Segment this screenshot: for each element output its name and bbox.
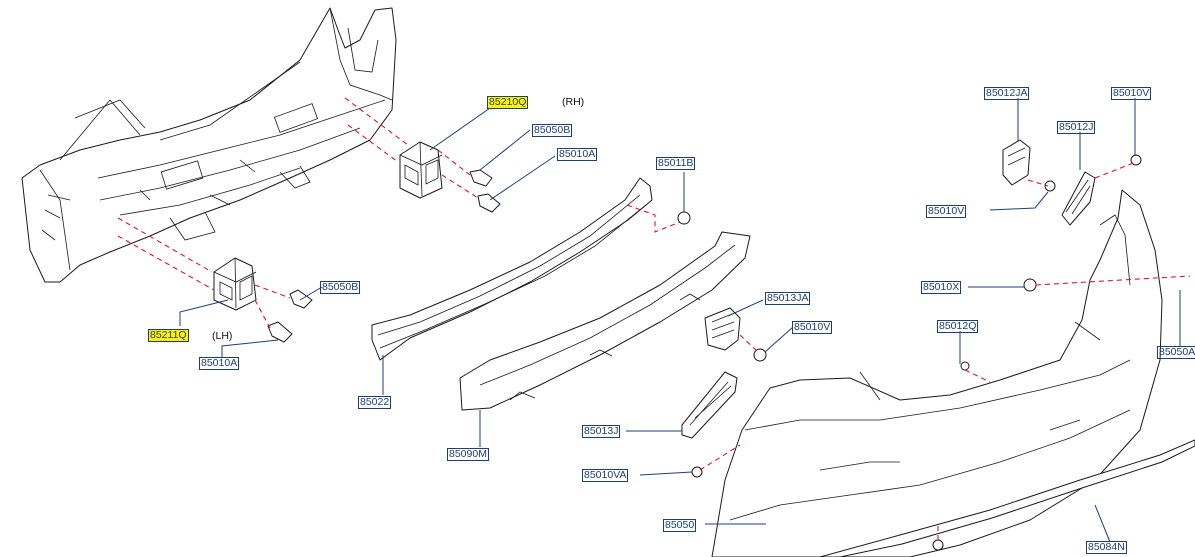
callout-85210Q: 85210Q	[487, 96, 529, 109]
callout-85010V-topright: 85010V	[1111, 87, 1152, 100]
callout-85010X: 85010X	[921, 281, 962, 294]
callout-85012Q: 85012Q	[937, 320, 979, 333]
bolts	[267, 169, 501, 343]
callout-85010V-mid: 85010V	[792, 321, 833, 334]
assembly-lines	[117, 97, 1191, 540]
callout-85050B-top: 85050B	[532, 124, 573, 137]
callout-85050: 85050	[663, 519, 697, 532]
energy-absorber-85090M	[459, 231, 751, 411]
bracket-rh-85210Q	[399, 141, 443, 199]
bracket-85012JA	[1002, 139, 1031, 186]
retainer-85013J	[681, 371, 738, 439]
callout-85011B: 85011B	[656, 157, 696, 170]
reinforcement-beam-85022	[371, 177, 653, 361]
callout-85010VA: 85010VA	[582, 469, 629, 482]
callout-85012J: 85012J	[1057, 121, 1096, 134]
bracket-lh-85211Q	[213, 257, 257, 311]
callout-85084N: 85084N	[1086, 541, 1127, 554]
leader-lines	[179, 98, 1181, 543]
clip-85011B	[677, 211, 691, 225]
callout-85012JA: 85012JA	[984, 87, 1030, 100]
callout-85022: 85022	[358, 396, 392, 409]
callout-85010V-left: 85010V	[926, 205, 967, 218]
callout-85010A-top: 85010A	[557, 148, 598, 161]
callout-85013JA: 85013JA	[765, 292, 811, 305]
callout-85090M: 85090M	[447, 448, 489, 461]
lower-strip-85084N	[819, 439, 1195, 557]
bracket-85012J	[1061, 171, 1096, 226]
side-label-lh: (LH)	[212, 330, 233, 342]
callout-85050B-bottom: 85050B	[320, 281, 361, 294]
callout-85013J: 85013J	[582, 425, 621, 438]
callout-85050A: 85050A	[1157, 346, 1195, 359]
side-label-rh: (RH)	[562, 96, 585, 108]
callout-85211Q: 85211Q	[148, 329, 189, 342]
callout-85010A-bottom: 85010A	[199, 357, 240, 370]
vehicle-rear-body	[21, 7, 397, 283]
bumper-fascia-85050	[711, 189, 1163, 557]
retainer-85013JA	[704, 307, 741, 351]
